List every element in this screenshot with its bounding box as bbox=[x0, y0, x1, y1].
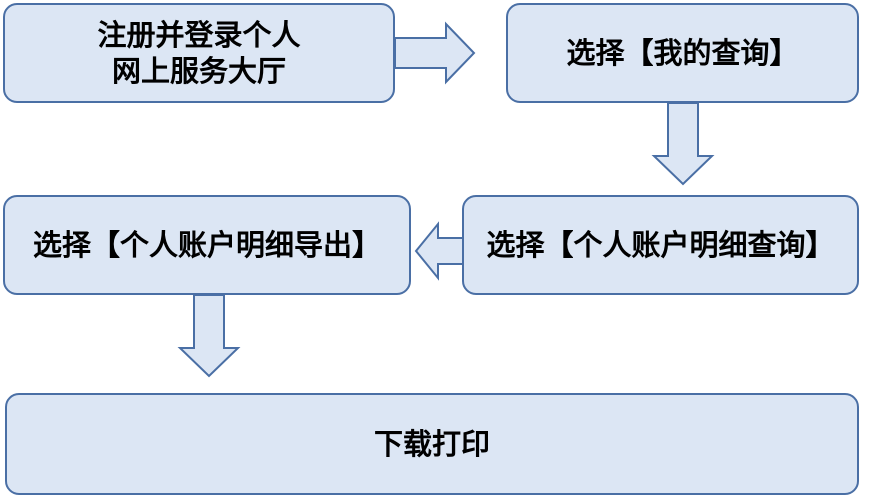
step-my-query-box: 选择【我的查询】 bbox=[506, 3, 859, 103]
step-account-detail-query-box: 选择【个人账户明细查询】 bbox=[462, 195, 859, 295]
arrow-down-icon bbox=[177, 294, 241, 378]
step-account-detail-export-box: 选择【个人账户明细导出】 bbox=[3, 195, 411, 295]
arrow-down-icon bbox=[651, 102, 715, 186]
arrow-right-icon bbox=[394, 21, 476, 85]
step-download-print-box: 下载打印 bbox=[5, 393, 859, 495]
step-register-login-box: 注册并登录个人 网上服务大厅 bbox=[3, 3, 395, 103]
arrow-left-icon bbox=[414, 221, 464, 281]
